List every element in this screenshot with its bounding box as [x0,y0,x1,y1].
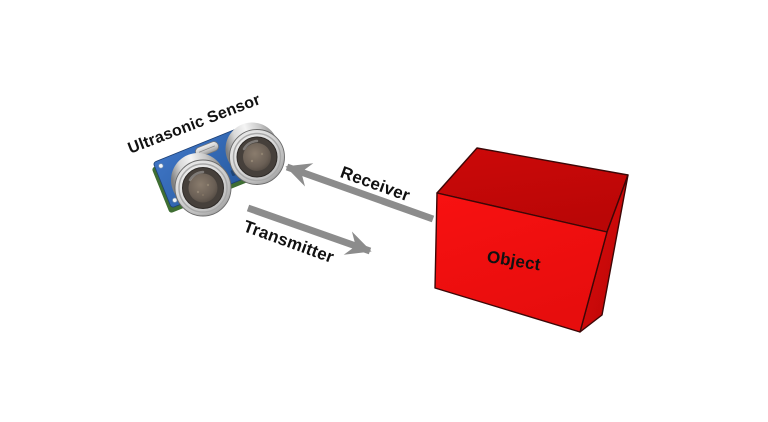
transducer-right-highlight [242,139,259,151]
transducer-right [225,122,285,185]
pcb-hole [172,197,178,203]
sensor-module [152,122,285,217]
transducer-left [171,153,232,217]
transducer-left-rim [178,163,228,213]
mesh-speckle [260,152,264,156]
transducer-left-highlight [188,170,205,182]
mesh-speckle [206,183,210,187]
mesh-speckle [196,190,200,194]
mesh-speckle [202,194,204,196]
transmitter-arrow [246,204,372,255]
transducer-left-mesh [188,173,218,203]
oscillator-seam [198,145,215,153]
box-front-face [434,192,608,333]
object-box [434,147,629,333]
receiver-arrow [285,163,435,223]
transducer-right-rim [232,132,282,182]
pcb-hole [158,163,164,169]
transducer-right-mesh [243,143,271,171]
mesh-speckle [250,159,254,163]
